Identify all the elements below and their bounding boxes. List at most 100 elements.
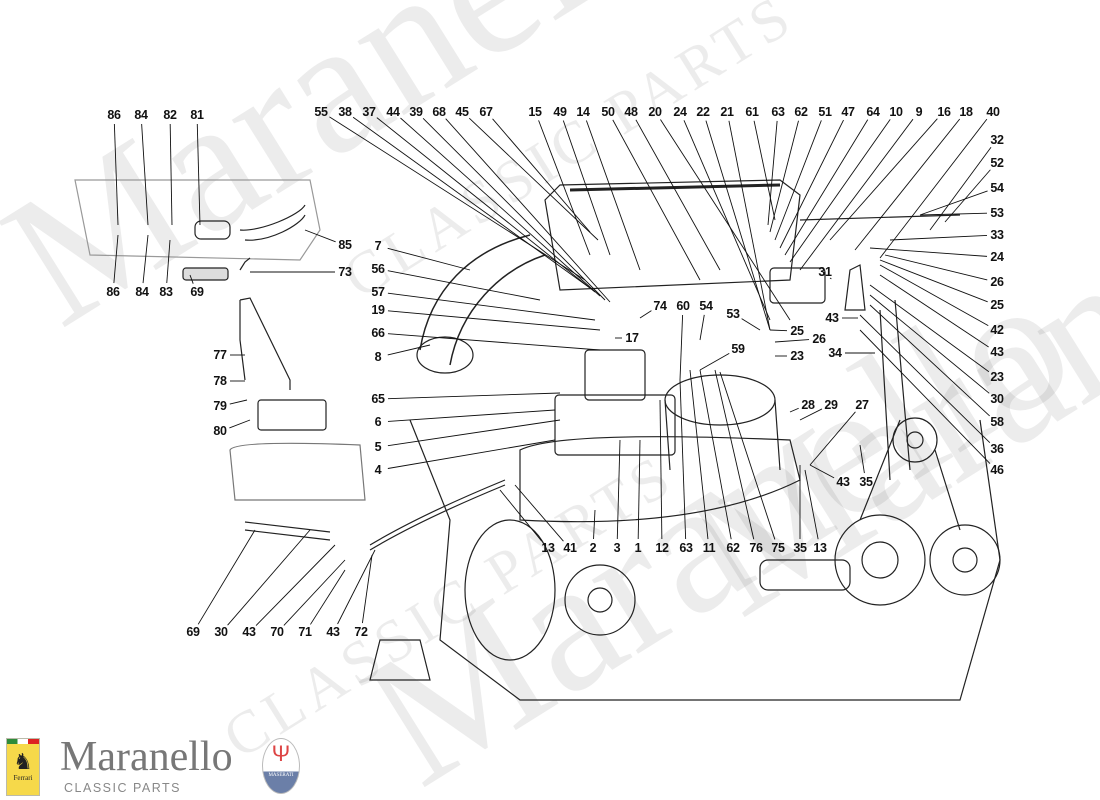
- leader-line: [705, 120, 771, 331]
- leader-line: [879, 259, 988, 303]
- callout-label-bottom-left-row: 71: [298, 624, 312, 639]
- callout-label-top-row: 24: [673, 104, 687, 119]
- leader-line: [679, 314, 684, 381]
- leader-line: [445, 118, 611, 303]
- leader-line: [387, 344, 431, 356]
- callout-label-right-column: 26: [990, 274, 1004, 289]
- callout-label-top-row: 64: [866, 104, 880, 119]
- callout-label-left-column: 56: [371, 261, 385, 276]
- callout-label-left-column: 66: [371, 325, 385, 340]
- callout-label-right-column: 30: [990, 391, 1004, 406]
- callout-label-distributor-detail: 77: [213, 347, 227, 362]
- leader-line: [387, 292, 596, 321]
- leader-line: [769, 120, 799, 233]
- callout-label-inner: 23: [790, 348, 804, 363]
- leader-line: [660, 119, 791, 321]
- callout-label-inner: 17: [625, 330, 639, 345]
- maserati-badge-icon: Ψ MASERATI: [262, 738, 300, 794]
- brand-name: Maranello: [60, 734, 233, 780]
- callout-label-pump-detail-right: 73: [338, 264, 352, 279]
- leader-line: [774, 120, 822, 241]
- leader-line: [593, 509, 596, 540]
- callout-label-bottom-left-row: 43: [242, 624, 256, 639]
- callout-label-left-column: 5: [374, 439, 382, 454]
- callout-label-pump-detail-bottom: 84: [135, 284, 149, 299]
- leader-line: [387, 247, 471, 271]
- leader-line: [889, 234, 988, 241]
- leader-line: [387, 310, 601, 331]
- callout-label-pump-detail-top: 84: [134, 107, 148, 122]
- callout-label-top-row: 37: [362, 104, 376, 119]
- leader-line: [387, 409, 556, 422]
- callout-label-top-row: 63: [771, 104, 785, 119]
- leader-line: [879, 274, 989, 348]
- callout-label-bottom-row: 35: [793, 540, 807, 555]
- callout-label-right-column: 52: [990, 155, 1004, 170]
- callout-label-top-row: 14: [576, 104, 590, 119]
- callout-label-top-row: 22: [696, 104, 710, 119]
- leader-line: [255, 544, 336, 626]
- callout-label-right-column: 24: [990, 249, 1004, 264]
- callout-label-top-row: 18: [959, 104, 973, 119]
- leader-line: [387, 392, 561, 400]
- maranello-logo: ♞ Ferrari Maranello CLASSIC PARTS Ψ MASE…: [6, 734, 306, 798]
- leader-line: [869, 247, 988, 257]
- callout-label-inner: 31: [818, 264, 832, 279]
- leader-line: [639, 310, 652, 319]
- leader-line: [585, 120, 641, 271]
- callout-label-inner: 27: [855, 397, 869, 412]
- callout-label-right-column: 53: [990, 205, 1004, 220]
- leader-line: [616, 439, 621, 540]
- leader-line: [227, 529, 311, 626]
- leader-line: [884, 254, 988, 281]
- leader-line: [189, 274, 194, 284]
- callout-label-bottom-row: 13: [813, 540, 827, 555]
- callout-label-inner: 29: [824, 397, 838, 412]
- brand-subtitle: CLASSIC PARTS: [64, 781, 181, 795]
- callout-label-top-row: 20: [648, 104, 662, 119]
- leader-line: [310, 569, 346, 625]
- callout-label-top-row: 55: [314, 104, 328, 119]
- callout-label-bottom-left-row: 30: [214, 624, 228, 639]
- callout-label-inner: 74: [653, 298, 667, 313]
- leader-line: [809, 464, 835, 479]
- callout-label-top-row: 45: [455, 104, 469, 119]
- leader-line: [719, 371, 776, 540]
- callout-label-bottom-row: 1: [634, 540, 642, 555]
- leader-line: [714, 369, 755, 540]
- leader-lines: [113, 116, 992, 626]
- leader-line: [944, 169, 991, 223]
- callout-label-right-column: 25: [990, 297, 1004, 312]
- leader-line: [869, 284, 990, 373]
- callout-label-bottom-row: 76: [749, 540, 763, 555]
- callout-label-top-row: 62: [794, 104, 808, 119]
- leader-line: [387, 439, 556, 469]
- maserati-badge-text: MASERATI: [268, 773, 294, 778]
- callout-label-inner: 34: [828, 345, 842, 360]
- leader-line: [809, 411, 856, 466]
- callout-label-top-row: 49: [553, 104, 567, 119]
- leader-line: [879, 264, 989, 327]
- callout-label-right-column: 23: [990, 369, 1004, 384]
- leader-line: [400, 117, 601, 297]
- callout-label-top-row: 68: [432, 104, 446, 119]
- callout-label-pump-detail-bottom: 83: [159, 284, 173, 299]
- callout-label-top-row: 51: [818, 104, 832, 119]
- callout-label-top-row: 61: [745, 104, 759, 119]
- callout-label-bottom-left-row: 72: [354, 624, 368, 639]
- leader-line: [387, 270, 541, 301]
- leader-line: [683, 120, 771, 321]
- callout-label-bottom-row: 3: [613, 540, 621, 555]
- leader-line: [659, 399, 663, 540]
- callout-label-pump-detail-top: 81: [190, 107, 204, 122]
- callout-label-inner: 43: [825, 310, 839, 325]
- leader-line: [859, 444, 865, 474]
- callout-label-bottom-row: 2: [589, 540, 597, 555]
- leader-line: [283, 559, 346, 626]
- leader-line: [166, 239, 171, 284]
- callout-label-right-column: 58: [990, 414, 1004, 429]
- callout-label-inner: 60: [676, 298, 690, 313]
- callout-label-inner: 26: [812, 331, 826, 346]
- callout-label-top-row: 21: [720, 104, 734, 119]
